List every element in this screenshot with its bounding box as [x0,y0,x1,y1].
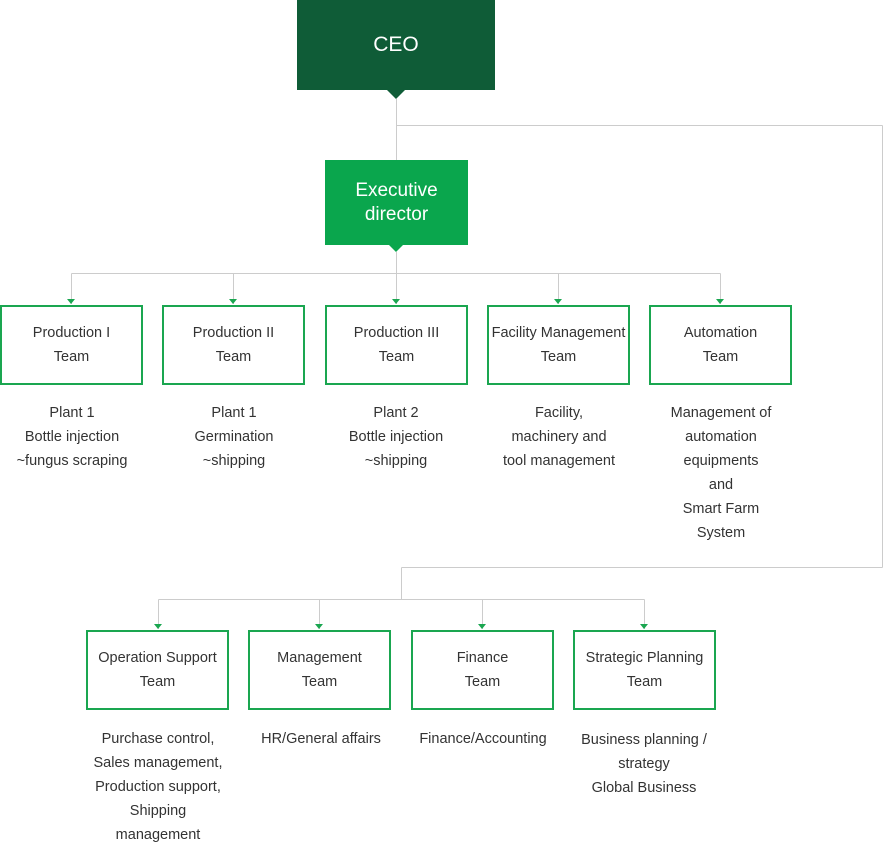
team-description: Finance/Accounting [419,731,547,747]
team-description: Plant 1 Germination ~shipping [194,405,274,469]
team-name: Production II Team [192,325,275,365]
connector-dot-icon [229,299,237,304]
executive-box: Executive director [325,160,468,245]
team-description: Plant 2 Bottle injection ~shipping [348,405,444,469]
connector-dot-icon [716,299,724,304]
connector-dot-icon [478,624,486,629]
connector-dot-icon [640,624,648,629]
ceo-arrow-icon [387,90,405,99]
team-description: HR/General affairs [261,731,381,747]
team-description: Business planning / strategy Global Busi… [581,732,707,796]
team-production-2: Production II Team [162,305,305,385]
team-description: Purchase control, Sales management, Prod… [93,731,223,843]
team-production-3: Production III Team [325,305,468,385]
team-strategic-planning: Strategic Planning Team [573,630,716,710]
team-automation: Automation Team [649,305,792,385]
team-name: Strategic Planning Team [585,650,704,690]
team-name: Finance Team [456,650,509,690]
team-operation-support: Operation Support Team [86,630,229,710]
team-name: Production III Team [353,325,440,365]
team-name: Operation Support Team [98,650,217,690]
team-name: Production I Team [32,325,111,365]
team-name: Management Team [277,650,362,690]
team-management: Management Team [248,630,391,710]
executive-arrow-icon [389,245,403,252]
connector-dot-icon [154,624,162,629]
team-name: Facility Management Team [491,325,626,365]
team-description: Plant 1 Bottle injection ~fungus scrapin… [16,405,128,469]
team-production-1: Production I Team [0,305,143,385]
team-facility-management: Facility Management Team [487,305,630,385]
connector-dot-icon [315,624,323,629]
team-description: Management of automation equipments and … [670,405,772,541]
connector-dot-icon [67,299,75,304]
team-description: Facility, machinery and tool management [502,405,616,469]
ceo-box: CEO [297,0,495,90]
team-finance: Finance Team [411,630,554,710]
executive-label: Executive director [355,179,438,225]
team-name: Automation Team [683,325,758,365]
connector-dot-icon [554,299,562,304]
connector-dot-icon [392,299,400,304]
ceo-label: CEO [373,33,419,56]
